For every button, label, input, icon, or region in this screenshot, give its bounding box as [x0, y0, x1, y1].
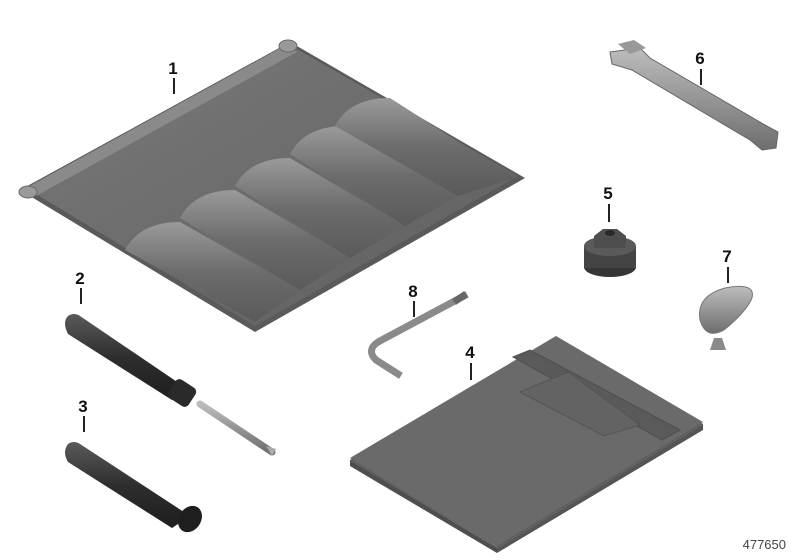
part-6-wrench	[609, 40, 779, 151]
leader-line-8	[413, 301, 415, 317]
callout-2: 2	[75, 269, 85, 288]
leader-line-6	[700, 69, 702, 85]
leader-line-1	[173, 78, 175, 94]
part-8-hex-key	[368, 291, 469, 379]
leader-line-7	[727, 267, 729, 283]
part-1-tool-tray	[18, 39, 525, 332]
callout-3: 3	[78, 397, 88, 416]
leader-line-2	[80, 288, 82, 304]
part-5-hex-socket	[584, 229, 636, 277]
callout-1: 1	[168, 59, 178, 78]
diagram-number: 477650	[742, 537, 786, 552]
part-7-wing-key	[699, 285, 753, 350]
callout-4: 4	[465, 343, 475, 362]
callout-6: 6	[695, 49, 705, 68]
part-4-pouch	[350, 336, 703, 553]
callout-7: 7	[722, 247, 732, 266]
leader-line-3	[83, 416, 85, 432]
part-3-screwdriver-handle	[65, 442, 202, 533]
leader-line-4	[470, 363, 472, 380]
callout-8: 8	[408, 282, 418, 301]
callout-5: 5	[603, 184, 613, 203]
leader-line-5	[608, 204, 610, 222]
part-2-screwdriver	[65, 314, 276, 456]
